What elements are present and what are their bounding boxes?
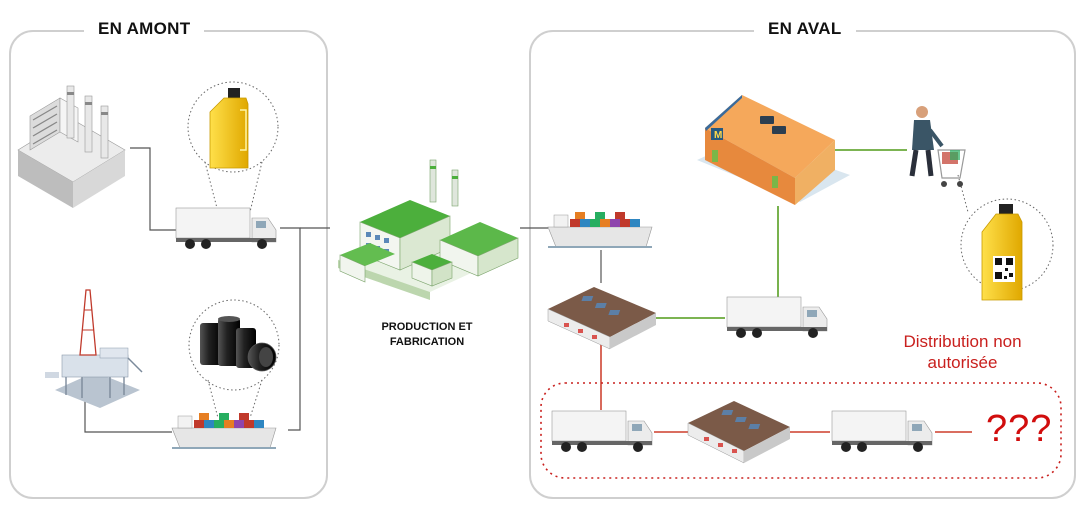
production-label-line1: PRODUCTION ET [381,321,473,333]
svg-text:M: M [714,130,722,141]
unknown-destination: ??? [986,408,1053,450]
truck-icon [175,207,277,249]
unauthorized-line1: Distribution non [903,332,1022,351]
oil-bottle-icon [981,204,1023,301]
factory-icon [338,159,519,300]
warehouse-icon [547,287,656,350]
production-label: PRODUCTION ET FABRICATION [362,320,492,350]
downstream-title: EN AVAL [754,19,856,39]
production-label-line2: FABRICATION [389,336,465,348]
gray-market-zone [540,382,1062,479]
truck-icon [831,410,933,452]
warehouse-icon [687,401,790,464]
oil-rig-icon [45,289,143,408]
store-icon: M [697,95,850,205]
unauthorized-line2: autorisée [927,353,998,372]
truck-icon [551,410,653,452]
upstream-title: EN AMONT [84,19,205,39]
oil-bottle-icon [209,88,249,169]
downstream-connectors [656,149,907,319]
shopper-icon [909,106,966,187]
cargo-ship-icon [547,212,653,248]
truck-icon [726,296,828,338]
upstream-connectors [84,147,602,433]
cargo-ship-icon [171,413,277,449]
power-plant-icon [17,85,126,208]
unauthorized-distribution-label: Distribution non autorisée [880,331,1045,373]
oil-barrels-icon [200,316,277,372]
gray-market-connectors [600,340,972,433]
